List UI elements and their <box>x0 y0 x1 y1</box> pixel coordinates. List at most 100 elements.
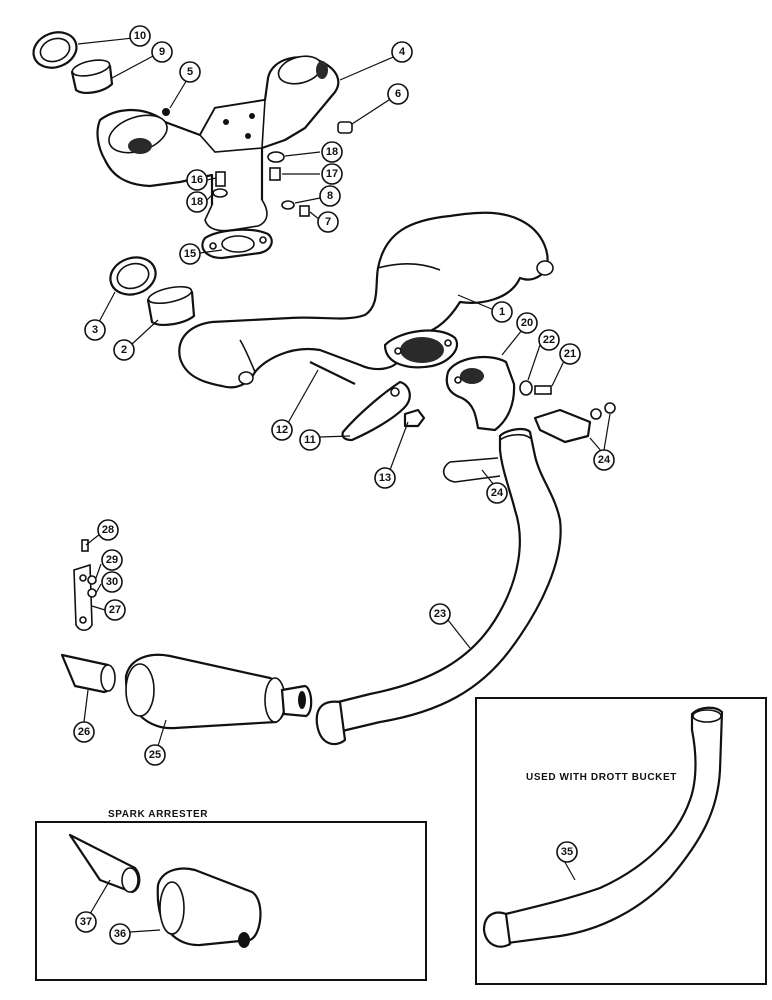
washer <box>267 151 285 163</box>
callout-16-label: 16 <box>191 174 203 186</box>
nut-13 <box>403 408 426 428</box>
leader-lines <box>77 37 611 933</box>
callout-9: 9 <box>151 41 173 63</box>
callout-21-label: 21 <box>564 348 576 360</box>
upper-exhaust-manifold <box>96 55 340 232</box>
callout-7-label: 7 <box>325 216 331 228</box>
callout-23: 23 <box>429 603 451 625</box>
callout-8: 8 <box>319 185 341 207</box>
callout-30: 30 <box>101 571 123 593</box>
callout-15-label: 15 <box>184 248 196 260</box>
callout-17-label: 17 <box>326 168 338 180</box>
callout-37: 37 <box>75 911 97 933</box>
sleeve-lower <box>146 285 196 326</box>
spark-arrester-title: SPARK ARRESTER <box>108 809 208 820</box>
callout-22: 22 <box>538 329 560 351</box>
callout-3-label: 3 <box>92 324 98 336</box>
flange-gasket <box>201 228 273 260</box>
callout-30-label: 30 <box>106 576 118 588</box>
callout-5: 5 <box>179 61 201 83</box>
callout-12: 12 <box>271 419 293 441</box>
callout-28-label: 28 <box>102 524 114 536</box>
main-exhaust-manifold <box>178 211 554 389</box>
spark-arrester-inset: SPARK ARRESTER <box>35 809 427 981</box>
stud <box>309 361 356 385</box>
callout-27: 27 <box>104 599 126 621</box>
callout-23-label: 23 <box>434 608 446 620</box>
callout-20: 20 <box>516 312 538 334</box>
callout-26-label: 26 <box>78 726 90 738</box>
callout-25: 25 <box>144 744 166 766</box>
callout-22-label: 22 <box>543 334 555 346</box>
callout-25-label: 25 <box>149 749 161 761</box>
callout-10-label: 10 <box>134 30 146 42</box>
callout-28: 28 <box>97 519 119 541</box>
callout-9-label: 9 <box>159 46 165 58</box>
callout-18-lower: 18 <box>186 191 208 213</box>
callout-16: 16 <box>186 169 208 191</box>
callout-24-right: 24 <box>593 449 615 471</box>
callout-7: 7 <box>317 211 339 233</box>
callout-6-label: 6 <box>395 88 401 100</box>
setscrew-5 <box>162 108 170 116</box>
callout-12-label: 12 <box>276 424 288 436</box>
plug-fitting <box>337 121 353 134</box>
callout-26: 26 <box>73 721 95 743</box>
callout-11: 11 <box>299 429 321 451</box>
callout-36-label: 36 <box>114 928 126 940</box>
callout-35: 35 <box>556 841 578 863</box>
callout-24a-label: 24 <box>598 454 611 466</box>
bolt-16 <box>215 171 226 187</box>
callout-10: 10 <box>129 25 151 47</box>
callout-3: 3 <box>84 319 106 341</box>
callout-18-label: 18 <box>326 146 338 158</box>
callout-15: 15 <box>179 243 201 265</box>
sleeve <box>70 59 114 94</box>
exhaust-elbow <box>445 355 516 432</box>
callout-1: 1 <box>491 301 513 323</box>
callout-4-label: 4 <box>399 46 406 58</box>
callout-20-label: 20 <box>521 317 533 329</box>
callout-13: 13 <box>374 467 396 489</box>
bolt-7 <box>299 205 310 217</box>
screw-28 <box>81 539 89 552</box>
seal-ring-lower <box>109 256 157 296</box>
clamp-bracket <box>533 402 616 444</box>
bolt-17 <box>269 167 281 181</box>
callout-35-label: 35 <box>561 846 573 858</box>
callout-24b-label: 24 <box>491 487 504 499</box>
washer-8 <box>281 200 295 210</box>
callout-18: 18 <box>321 141 343 163</box>
callout-29: 29 <box>101 549 123 571</box>
callout-5-label: 5 <box>187 66 193 78</box>
callout-1-label: 1 <box>499 306 505 318</box>
u-bolt <box>442 457 501 483</box>
callout-21: 21 <box>559 343 581 365</box>
drott-bucket-box <box>475 697 767 985</box>
bolt-21 <box>534 385 552 395</box>
callout-2-label: 2 <box>121 344 127 356</box>
nut-29 <box>87 575 97 585</box>
callout-13-label: 13 <box>379 472 391 484</box>
washer-30 <box>87 588 97 598</box>
callout-4: 4 <box>391 41 413 63</box>
callout-24-left: 24 <box>486 482 508 504</box>
washer-22 <box>519 380 533 396</box>
exhaust-pipe <box>315 427 562 746</box>
tail-pipe <box>60 653 116 694</box>
callout-17: 17 <box>321 163 343 185</box>
callout-37-label: 37 <box>80 916 92 928</box>
clamp <box>341 380 411 442</box>
callout-29-label: 29 <box>106 554 118 566</box>
callout-6: 6 <box>387 83 409 105</box>
callout-11-label: 11 <box>304 434 316 446</box>
seal-ring <box>32 31 78 69</box>
drott-bucket-title: USED WITH DROTT BUCKET <box>526 772 677 783</box>
callout-2: 2 <box>113 339 135 361</box>
callout-27-label: 27 <box>109 604 121 616</box>
callout-8-label: 8 <box>327 190 333 202</box>
callout-18b-label: 18 <box>191 196 203 208</box>
drott-bucket-inset: USED WITH DROTT BUCKET <box>475 697 767 985</box>
callout-36: 36 <box>109 923 131 945</box>
